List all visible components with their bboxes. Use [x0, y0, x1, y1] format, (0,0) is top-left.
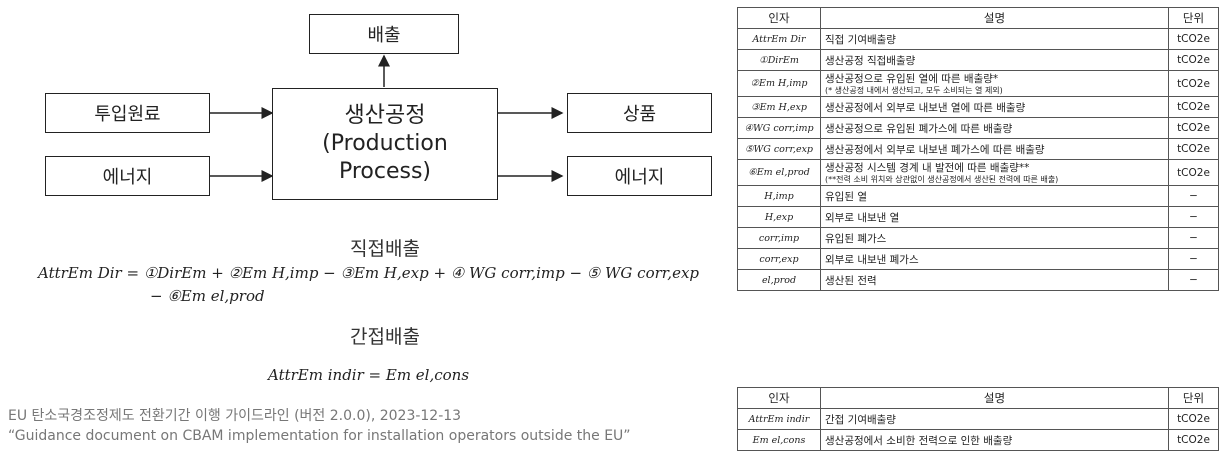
unit-cell: tCO2e: [1168, 96, 1219, 118]
factor-cell: ②Em H,imp: [737, 70, 821, 97]
table-row: ⑤WG corr,exp 생산공정에서 외부로 내보낸 폐가스에 따른 배출량 …: [737, 138, 1219, 160]
production-process-box: 생산공정 (Production Process): [272, 88, 498, 200]
output-product-box: 상품: [567, 93, 712, 133]
header-description: 설명: [820, 7, 1169, 29]
description-cell: 유입된 폐가스: [820, 227, 1169, 249]
header-unit: 단위: [1168, 387, 1219, 409]
unit-cell: tCO2e: [1168, 49, 1219, 71]
table-header-row: 인자 설명 단위: [737, 387, 1219, 409]
table-row: ⑥Em el,prod 생산공정 시스템 경계 내 발전에 따른 배출량** (…: [737, 159, 1219, 186]
factor-cell: H,imp: [737, 185, 821, 207]
unit-cell: tCO2e: [1168, 70, 1219, 97]
table-row: corr,exp 외부로 내보낸 폐가스 −: [737, 248, 1219, 270]
factor-cell: ③Em H,exp: [737, 96, 821, 118]
source-citation-korean: EU 탄소국경조정제도 전환기간 이행 가이드라인 (버전 2.0.0), 20…: [8, 408, 462, 424]
factor-cell: Em el,cons: [737, 429, 821, 451]
output-energy-label: 에너지: [614, 167, 665, 188]
input-material-box: 투입원료: [45, 93, 210, 133]
unit-cell: −: [1168, 269, 1219, 291]
unit-cell: −: [1168, 185, 1219, 207]
unit-cell: −: [1168, 248, 1219, 270]
factor-cell: ④WG corr,imp: [737, 117, 821, 139]
process-subtitle-2: Process): [338, 159, 432, 184]
input-energy-label: 에너지: [102, 167, 153, 188]
emission-label: 배출: [367, 25, 401, 46]
factor-cell: corr,exp: [737, 248, 821, 270]
direct-emission-heading: 직접배출: [350, 238, 420, 260]
output-energy-box: 에너지: [567, 156, 712, 196]
header-unit: 단위: [1168, 7, 1219, 29]
description-cell: 유입된 열: [820, 185, 1169, 207]
factor-cell: ①DirEm: [737, 49, 821, 71]
description-cell: 간접 기여배출량: [820, 408, 1169, 430]
direct-formula-line1: AttrEm Dir = ①DirEm + ②Em H,imp − ③Em H,…: [38, 264, 700, 282]
description-cell: 생산된 전력: [820, 269, 1169, 291]
header-factor: 인자: [737, 387, 821, 409]
table-row: AttrEm indir 간접 기여배출량 tCO2e: [737, 408, 1219, 430]
description-note: (* 생산공정 내에서 생산되고, 모두 소비되는 열 제외): [825, 86, 1003, 95]
description-cell: 생산공정으로 유입된 열에 따른 배출량* (* 생산공정 내에서 생산되고, …: [820, 70, 1169, 97]
table-row: ④WG corr,imp 생산공정으로 유입된 폐가스에 따른 배출량 tCO2…: [737, 117, 1219, 139]
table-header-row: 인자 설명 단위: [737, 7, 1219, 29]
description-note: (**전력 소비 위치와 상관없이 생산공정에서 생산된 전력에 따른 배출): [825, 175, 1059, 184]
description-text: 생산공정으로 유입된 열에 따른 배출량*: [825, 73, 999, 85]
process-subtitle-1: (Production: [322, 131, 448, 156]
unit-cell: tCO2e: [1168, 429, 1219, 451]
indirect-formula: AttrEm indir = Em el,cons: [268, 366, 470, 384]
description-cell: 생산공정으로 유입된 폐가스에 따른 배출량: [820, 117, 1169, 139]
input-energy-box: 에너지: [45, 156, 210, 196]
description-cell: 생산공정 시스템 경계 내 발전에 따른 배출량** (**전력 소비 위치와 …: [820, 159, 1169, 186]
factor-cell: ⑥Em el,prod: [737, 159, 821, 186]
unit-cell: tCO2e: [1168, 408, 1219, 430]
description-cell: 생산공정에서 외부로 내보낸 열에 따른 배출량: [820, 96, 1169, 118]
table-row: el,prod 생산된 전력 −: [737, 269, 1219, 291]
description-cell: 외부로 내보낸 폐가스: [820, 248, 1169, 270]
table-row: ②Em H,imp 생산공정으로 유입된 열에 따른 배출량* (* 생산공정 …: [737, 70, 1219, 97]
source-citation-english: “Guidance document on CBAM implementatio…: [8, 428, 631, 444]
factor-cell: AttrEm Dir: [737, 28, 821, 50]
table-row: corr,imp 유입된 폐가스 −: [737, 227, 1219, 249]
table-row: AttrEm Dir 직접 기여배출량 tCO2e: [737, 28, 1219, 50]
flow-arrows: [210, 54, 564, 182]
header-description: 설명: [820, 387, 1169, 409]
factor-cell: H,exp: [737, 206, 821, 228]
indirect-emission-heading: 간접배출: [350, 326, 420, 348]
output-product-label: 상품: [622, 104, 657, 125]
indirect-factor-table: 인자 설명 단위 AttrEm indir 간접 기여배출량 tCO2e Em …: [737, 387, 1219, 451]
description-cell: 생산공정 직접배출량: [820, 49, 1169, 71]
unit-cell: tCO2e: [1168, 28, 1219, 50]
description-text: 생산공정 시스템 경계 내 발전에 따른 배출량**: [825, 162, 1030, 174]
process-title: 생산공정: [344, 103, 426, 128]
emission-box: 배출: [309, 14, 459, 54]
unit-cell: −: [1168, 227, 1219, 249]
description-cell: 생산공정에서 소비한 전력으로 인한 배출량: [820, 429, 1169, 451]
description-cell: 외부로 내보낸 열: [820, 206, 1169, 228]
table-row: ③Em H,exp 생산공정에서 외부로 내보낸 열에 따른 배출량 tCO2e: [737, 96, 1219, 118]
direct-factor-table: 인자 설명 단위 AttrEm Dir 직접 기여배출량 tCO2e ①DirE…: [737, 7, 1219, 291]
table-row: Em el,cons 생산공정에서 소비한 전력으로 인한 배출량 tCO2e: [737, 429, 1219, 451]
description-cell: 생산공정에서 외부로 내보낸 폐가스에 따른 배출량: [820, 138, 1169, 160]
header-factor: 인자: [737, 7, 821, 29]
factor-cell: corr,imp: [737, 227, 821, 249]
table-row: H,exp 외부로 내보낸 열 −: [737, 206, 1219, 228]
description-cell: 직접 기여배출량: [820, 28, 1169, 50]
factor-cell: AttrEm indir: [737, 408, 821, 430]
direct-formula-line2: − ⑥Em el,prod: [150, 287, 265, 305]
factor-cell: el,prod: [737, 269, 821, 291]
unit-cell: tCO2e: [1168, 138, 1219, 160]
table-row: ①DirEm 생산공정 직접배출량 tCO2e: [737, 49, 1219, 71]
unit-cell: tCO2e: [1168, 159, 1219, 186]
table-row: H,imp 유입된 열 −: [737, 185, 1219, 207]
unit-cell: tCO2e: [1168, 117, 1219, 139]
factor-cell: ⑤WG corr,exp: [737, 138, 821, 160]
input-material-label: 투입원료: [94, 104, 161, 125]
unit-cell: −: [1168, 206, 1219, 228]
